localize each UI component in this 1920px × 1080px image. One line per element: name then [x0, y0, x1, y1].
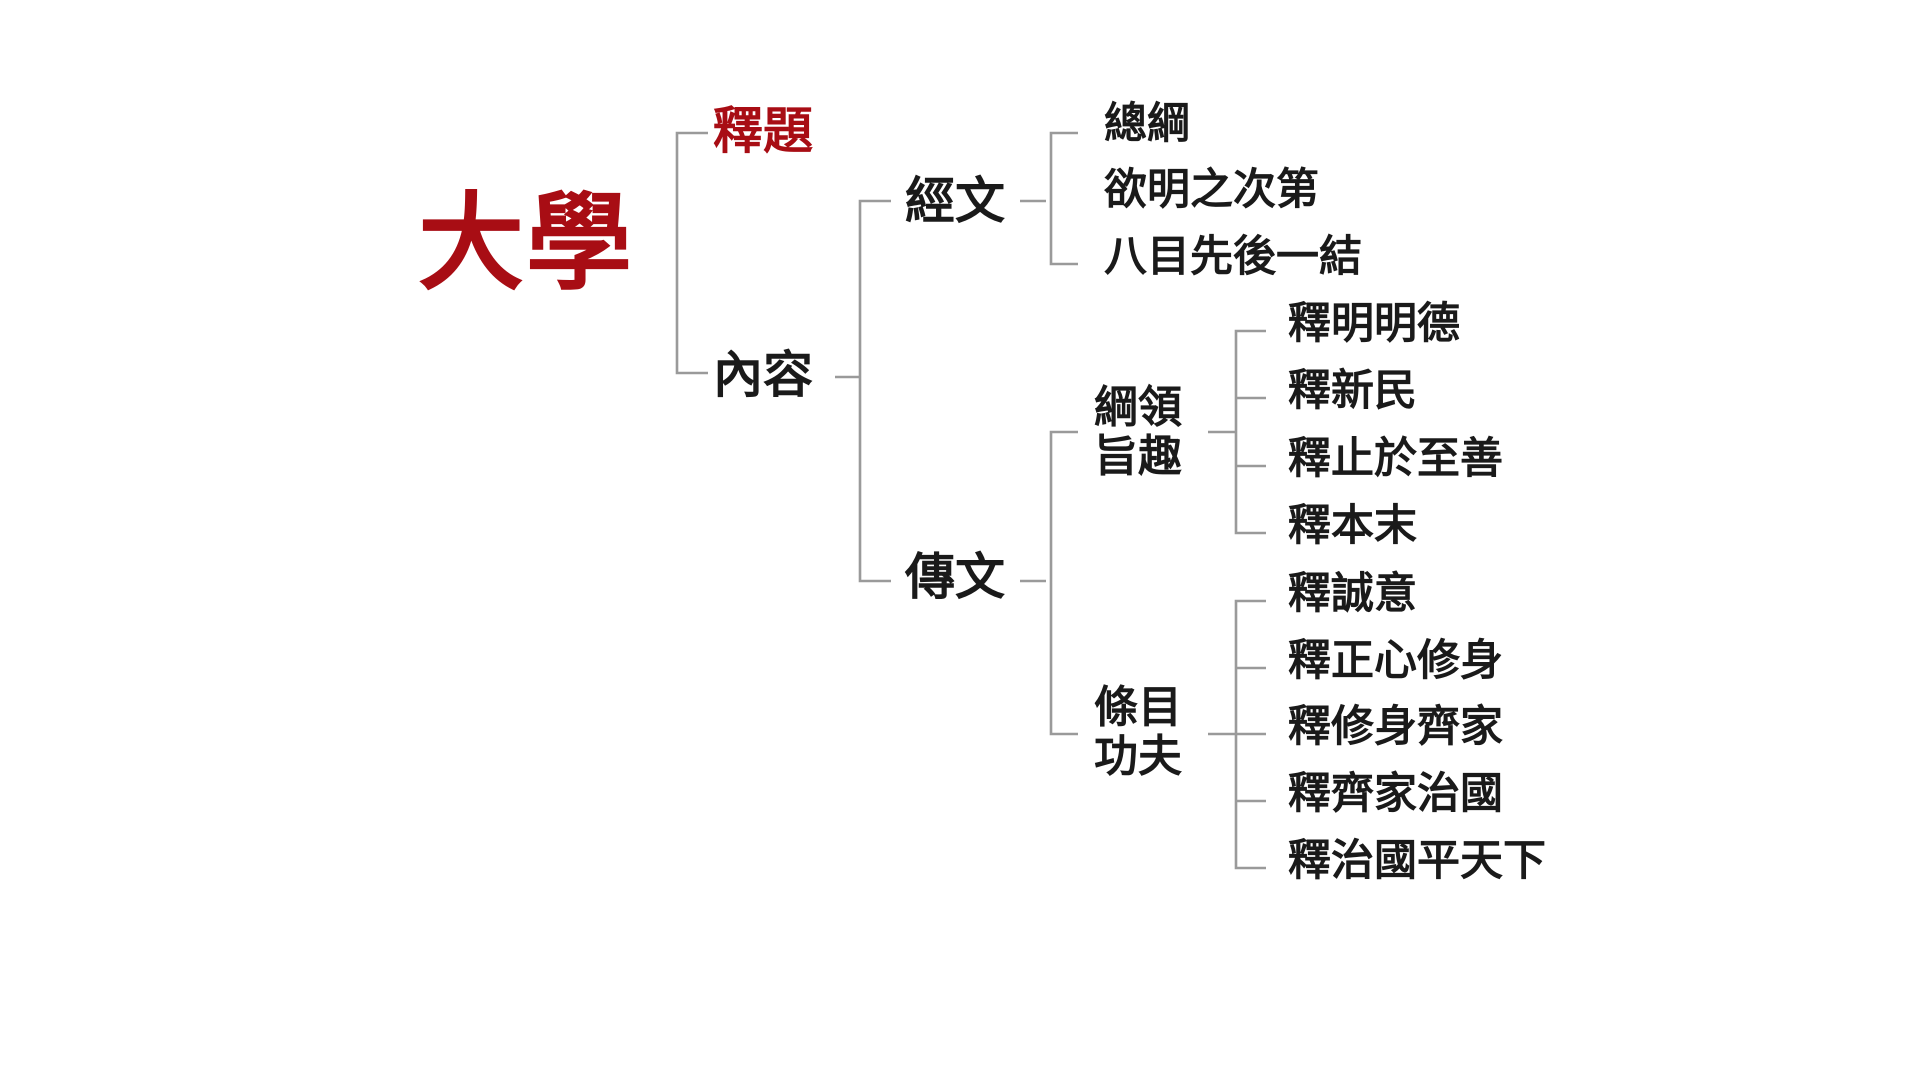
- leaf-jingwen-3: 八目先後一結: [1104, 232, 1362, 282]
- leaf-tiaomu-5: 釋治國平天下: [1288, 836, 1546, 886]
- node-tiaomu-line2: 功夫: [1094, 731, 1182, 783]
- node-gangling-line2: 旨趣: [1094, 431, 1182, 483]
- node-gangling-zhiqu: 綱領 旨趣: [1094, 383, 1182, 482]
- leaf-tiaomu-3: 釋修身齊家: [1288, 702, 1503, 752]
- leaf-gangling-1: 釋明明德: [1288, 299, 1460, 349]
- connector-root: [675, 131, 708, 375]
- connector-jingwen: [1020, 131, 1078, 266]
- node-jingwen: 經文: [905, 171, 1005, 230]
- leaf-gangling-3: 釋止於至善: [1288, 434, 1503, 484]
- node-tiaomu-line1: 條目: [1094, 682, 1182, 733]
- node-gangling-line1: 綱領: [1094, 382, 1182, 433]
- leaf-tiaomu-4: 釋齊家治國: [1288, 769, 1503, 819]
- node-shiti: 釋題: [713, 101, 813, 160]
- leaf-gangling-2: 釋新民: [1288, 366, 1417, 416]
- leaf-tiaomu-2: 釋正心修身: [1288, 636, 1503, 686]
- leaf-gangling-4: 釋本末: [1288, 501, 1417, 551]
- node-neirong: 內容: [713, 345, 813, 404]
- leaf-tiaomu-1: 釋誠意: [1288, 569, 1417, 619]
- leaf-jingwen-2: 欲明之次第: [1104, 165, 1319, 215]
- connector-gangling: [1208, 329, 1266, 535]
- node-zhuanwen: 傳文: [905, 547, 1005, 606]
- root-node-daxue: 大學: [418, 180, 634, 305]
- connector-tiaomu: [1208, 599, 1266, 870]
- connector-neirong: [835, 199, 891, 583]
- leaf-jingwen-1: 總綱: [1104, 99, 1190, 149]
- connector-zhuanwen: [1020, 430, 1078, 736]
- node-tiaomu-gongfu: 條目 功夫: [1094, 683, 1182, 782]
